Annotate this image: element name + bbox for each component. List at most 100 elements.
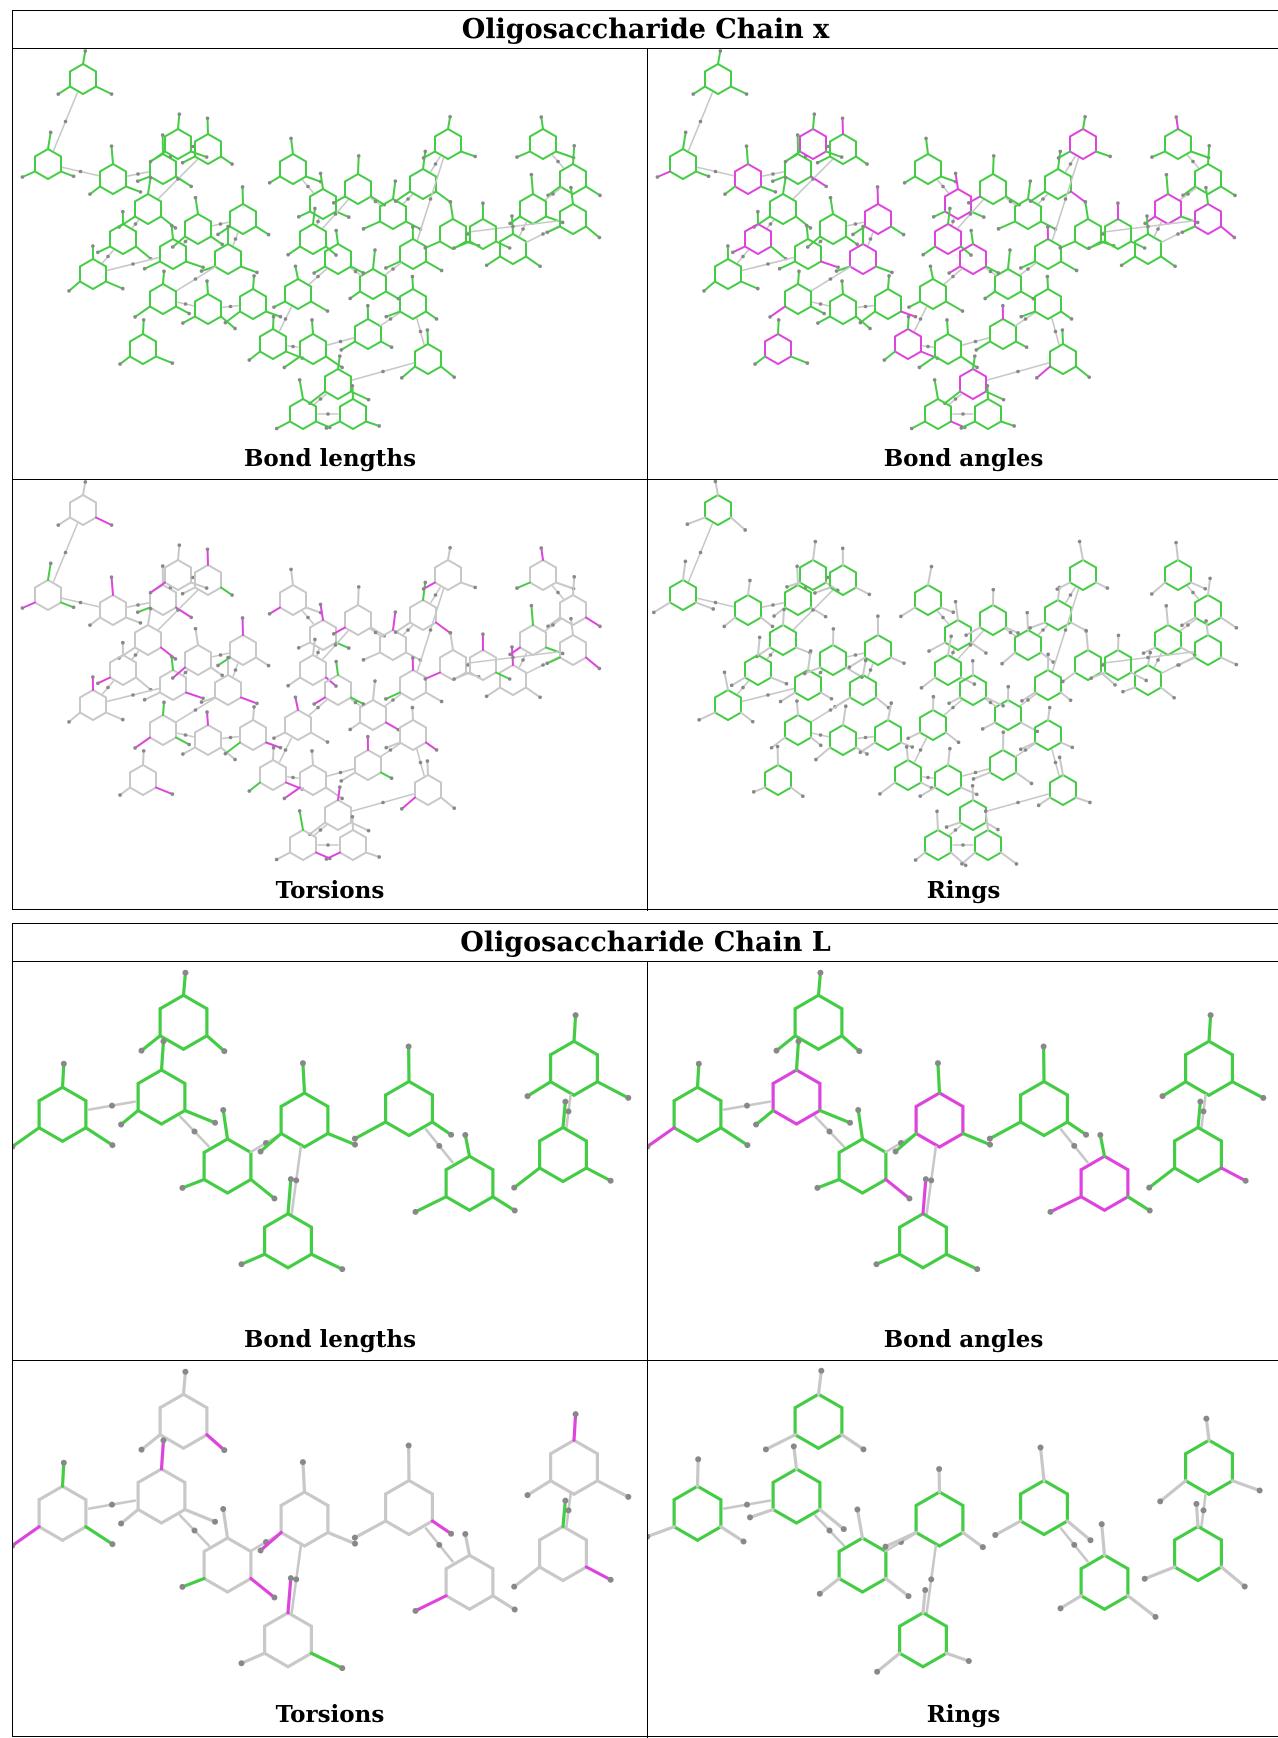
bond — [143, 788, 156, 796]
bond — [935, 380, 938, 399]
bond — [877, 1653, 899, 1672]
bond — [1050, 775, 1063, 783]
bond — [973, 392, 986, 400]
bond — [303, 1462, 305, 1492]
atom — [110, 92, 114, 96]
bond — [358, 587, 359, 605]
atom — [936, 1466, 942, 1472]
bond — [290, 830, 303, 838]
bond — [783, 609, 784, 625]
atom — [818, 1368, 824, 1374]
bond — [820, 1111, 850, 1123]
atom — [216, 233, 220, 237]
bond — [573, 595, 586, 603]
atom — [829, 277, 833, 281]
atom — [374, 631, 378, 635]
bond — [973, 675, 986, 683]
bond — [586, 187, 600, 196]
bond — [160, 693, 173, 701]
bond — [819, 995, 842, 1009]
atom — [902, 233, 906, 237]
bond — [846, 668, 862, 678]
bond — [830, 294, 843, 302]
bond — [312, 320, 313, 334]
bond — [756, 1111, 773, 1125]
chain-l-bond-lengths-panel: Bond lengths — [13, 962, 647, 1360]
bond — [470, 242, 483, 250]
bond — [208, 317, 221, 325]
bond — [435, 129, 448, 137]
bond — [352, 386, 353, 399]
bond — [1118, 673, 1131, 681]
atom — [361, 271, 365, 275]
bond — [856, 157, 867, 165]
bond — [400, 262, 413, 270]
bond — [313, 788, 326, 796]
bond — [571, 188, 573, 204]
bond — [228, 1180, 251, 1194]
caption: Bond lengths — [13, 1326, 647, 1353]
bond — [241, 267, 257, 273]
caption: Rings — [648, 877, 1278, 904]
atom — [192, 1129, 198, 1135]
bond — [1175, 1567, 1198, 1581]
bond — [63, 1486, 86, 1500]
atom — [569, 186, 573, 190]
bond — [135, 307, 150, 317]
bond — [921, 783, 932, 788]
atom — [357, 154, 361, 158]
atom — [864, 659, 868, 663]
bond — [863, 267, 876, 275]
bond — [813, 152, 826, 160]
bond — [843, 294, 856, 302]
bond — [920, 279, 933, 287]
bond — [1083, 117, 1085, 129]
bond — [470, 1156, 493, 1170]
atom — [1048, 706, 1052, 710]
atom — [334, 253, 338, 257]
bond — [1191, 583, 1205, 589]
bond — [1035, 693, 1048, 701]
bond — [520, 194, 533, 202]
bond — [448, 152, 461, 160]
bond — [724, 618, 735, 627]
bond — [778, 788, 791, 796]
bond — [198, 668, 211, 676]
atom — [796, 133, 800, 137]
atom — [339, 1266, 345, 1272]
bond — [933, 710, 946, 718]
bond — [1096, 152, 1110, 157]
bond — [1232, 1082, 1263, 1098]
bond — [895, 329, 908, 337]
bond — [1208, 227, 1221, 235]
bond — [830, 725, 843, 733]
atom — [1143, 246, 1147, 250]
bond — [265, 1254, 288, 1268]
atom — [283, 797, 287, 801]
bond — [1028, 653, 1041, 661]
bond — [70, 64, 83, 72]
bond — [500, 257, 513, 265]
bond — [241, 1653, 264, 1663]
atom — [1108, 155, 1112, 159]
bond — [100, 187, 113, 195]
bond — [273, 317, 274, 329]
bond — [1071, 192, 1085, 203]
bond — [415, 1197, 446, 1212]
atom — [1041, 1044, 1047, 1050]
atom — [143, 267, 147, 271]
bond — [313, 639, 315, 655]
bond — [413, 289, 426, 297]
bond — [995, 292, 1008, 300]
bond — [243, 227, 256, 235]
atom — [205, 586, 209, 590]
bond — [150, 284, 163, 292]
atom — [462, 1531, 468, 1537]
bond — [295, 266, 298, 279]
atom — [362, 658, 366, 662]
chain-x-title: Oligosaccharide Chain x — [13, 11, 1278, 49]
bond — [113, 164, 126, 172]
bond — [400, 670, 413, 678]
bond — [207, 1036, 224, 1051]
bond — [990, 773, 1003, 781]
